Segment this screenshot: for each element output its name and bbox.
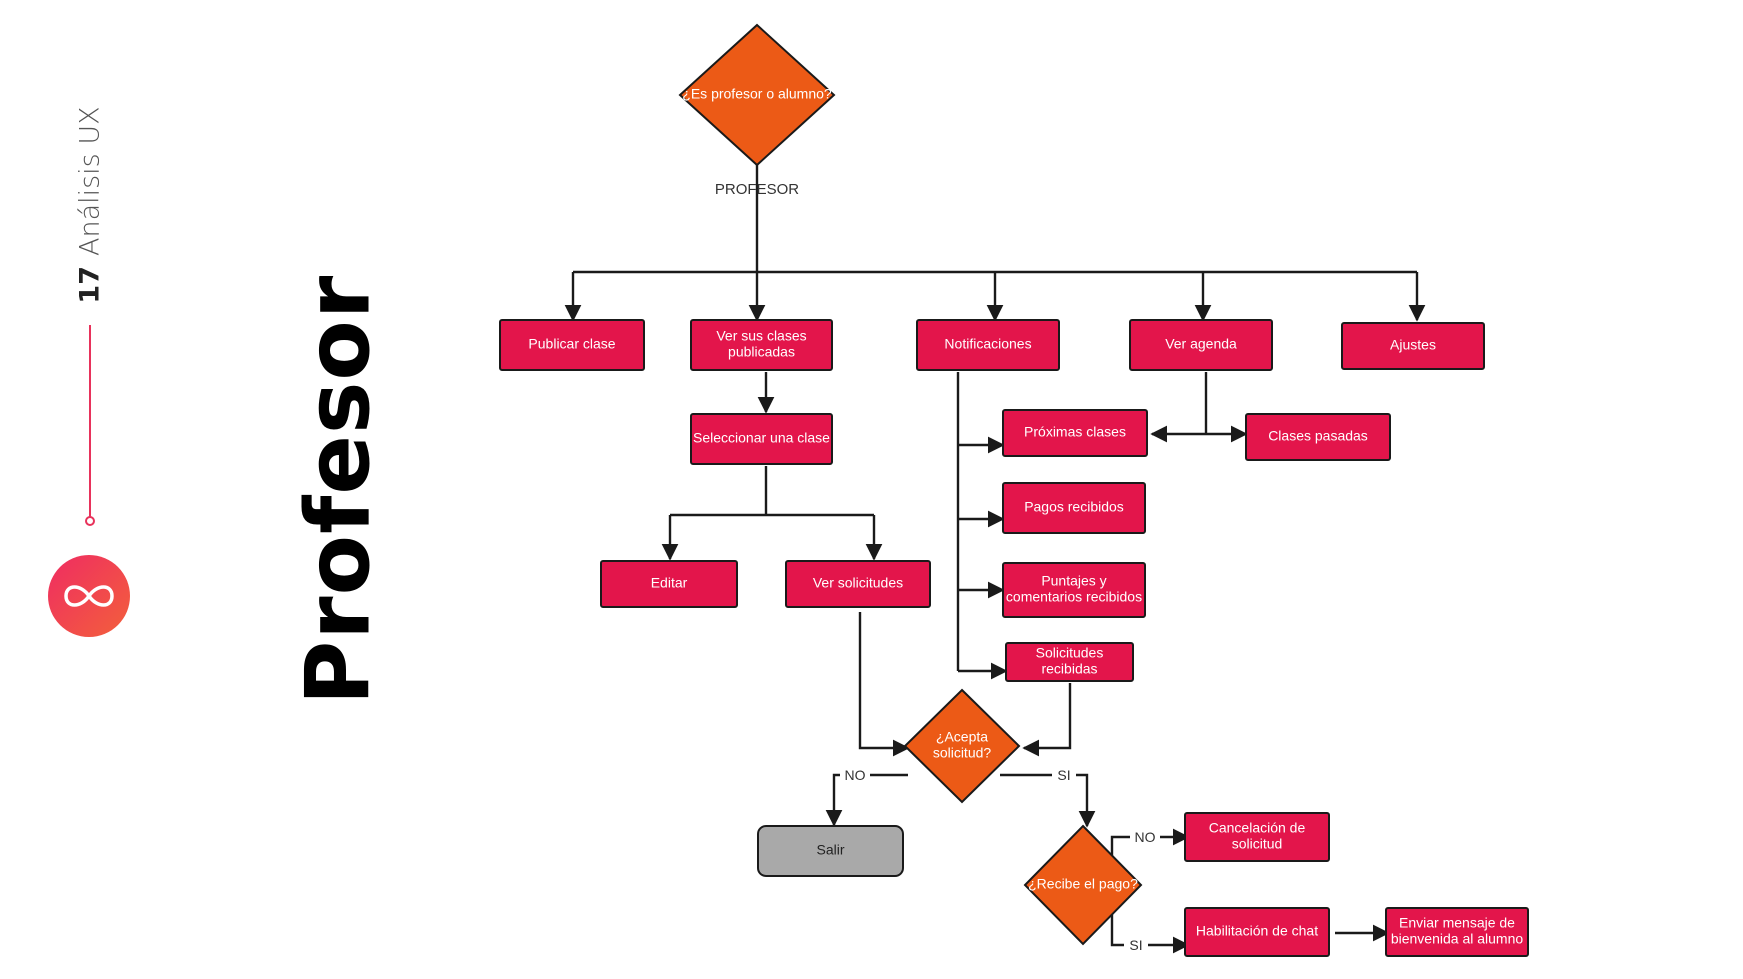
decision-recibe-el-pago-label: ¿Recibe el pago? <box>1028 876 1138 892</box>
box-publicar-clase: Publicar clase <box>499 319 645 371</box>
decision-es-profesor-o-alumno-shape <box>678 23 836 167</box>
edge-label-pago-si: SI <box>1129 937 1142 953</box>
box-ajustes: Ajustes <box>1341 322 1485 370</box>
box-ver-solicitudes: Ver solicitudes <box>785 560 931 608</box>
box-pagos-recibidos-label: Pagos recibidos <box>1024 499 1124 515</box>
edge-seleccionar-split <box>670 466 874 517</box>
box-clases-pasadas: Clases pasadas <box>1245 413 1391 461</box>
box-proximas-clases-label: Próximas clases <box>1024 424 1126 440</box>
box-seleccionar-una-clase: Seleccionar una clase <box>690 413 833 465</box>
box-publicar-clase-shape <box>499 319 645 371</box>
box-cancelacion-de-solicitud-shape <box>1184 812 1330 862</box>
box-editar-shape <box>600 560 738 608</box>
box-salir: Salir <box>757 825 904 877</box>
box-clases-pasadas-label: Clases pasadas <box>1268 428 1368 444</box>
box-ajustes-label: Ajustes <box>1390 337 1436 353</box>
box-clases-pasadas-shape <box>1245 413 1391 461</box>
box-solicitudes-recibidas-shape <box>1005 642 1134 682</box>
box-ver-sus-clases-publicadas-shape <box>690 319 833 371</box>
box-habilitacion-de-chat: Habilitación de chat <box>1184 907 1330 957</box>
flowchart-nodes: ¿Es profesor o alumno? Publicar clase Ve… <box>499 23 1529 957</box>
decision-acepta-solicitud-label: ¿Acepta <box>936 729 988 745</box>
sidebar: 17Análisis UX <box>0 0 180 979</box>
box-ver-agenda: Ver agenda <box>1129 319 1273 371</box>
box-puntajes-comentarios-label: Puntajes y <box>1041 573 1106 589</box>
edge-label-pago-no: NO <box>1135 829 1156 845</box>
box-habilitacion-de-chat-shape <box>1184 907 1330 957</box>
box-solicitudes-recibidas-label: Solicitudes <box>1036 645 1104 661</box>
box-ver-agenda-shape <box>1129 319 1273 371</box>
box-proximas-clases: Próximas clases <box>1002 409 1148 457</box>
box-ver-agenda-label: Ver agenda <box>1165 336 1237 352</box>
decision-acepta-solicitud-label: solicitud? <box>933 745 992 761</box>
box-puntajes-comentarios-shape <box>1002 562 1146 618</box>
box-seleccionar-una-clase-label: Seleccionar una clase <box>693 430 830 446</box>
box-pagos-recibidos-shape <box>1002 482 1146 534</box>
box-cancelacion-de-solicitud-label: solicitud <box>1232 836 1283 852</box>
box-enviar-mensaje-bienvenida-label: bienvenida al alumno <box>1391 931 1524 947</box>
edge-label-acepta-no: NO <box>845 767 866 783</box>
flowchart-edges <box>564 135 1426 954</box>
box-notificaciones: Notificaciones <box>916 319 1060 371</box>
infinity-logo-icon <box>48 555 130 637</box>
box-ver-solicitudes-label: Ver solicitudes <box>813 575 903 591</box>
box-cancelacion-de-solicitud-label: Cancelación de <box>1209 820 1306 836</box>
box-ver-sus-clases-publicadas-label: publicadas <box>728 344 795 360</box>
box-enviar-mensaje-bienvenida-label: Enviar mensaje de <box>1399 915 1515 931</box>
box-notificaciones-shape <box>916 319 1060 371</box>
edge-label-profesor: PROFESOR <box>715 181 799 198</box>
box-ver-solicitudes-shape <box>785 560 931 608</box>
box-publicar-clase-label: Publicar clase <box>528 336 615 352</box>
box-salir-shape <box>757 825 904 877</box>
box-seleccionar-una-clase-shape <box>690 413 833 465</box>
edge-label-acepta-si: SI <box>1057 767 1070 783</box>
box-editar: Editar <box>600 560 738 608</box>
decision-acepta-solicitud-shape <box>903 688 1021 804</box>
box-ver-sus-clases-publicadas-label: Ver sus clases <box>716 328 806 344</box>
edge-acepta-no <box>825 773 908 827</box>
edge-ver-solicitudes-to-acepta <box>858 612 910 757</box>
box-salir-label: Salir <box>816 842 844 858</box>
flowchart-edge-labels: PROFESOR NO SI NO SI <box>715 181 1160 954</box>
box-ajustes-shape <box>1341 322 1485 370</box>
decision-es-profesor-o-alumno: ¿Es profesor o alumno? <box>678 23 836 167</box>
decision-recibe-el-pago: ¿Recibe el pago? <box>1023 824 1143 946</box>
decision-recibe-el-pago-shape <box>1023 824 1143 946</box>
edge-acepta-si <box>1000 773 1096 828</box>
box-puntajes-comentarios-label: comentarios recibidos <box>1006 589 1142 605</box>
box-pagos-recibidos: Pagos recibidos <box>1002 482 1146 534</box>
box-editar-label: Editar <box>651 575 688 591</box>
sidebar-line <box>89 325 91 520</box>
decision-es-profesor-o-alumno-label: ¿Es profesor o alumno? <box>682 86 832 102</box>
box-habilitacion-de-chat-label: Habilitación de chat <box>1196 923 1318 939</box>
edge-pago-si <box>1110 908 1190 954</box>
box-solicitudes-recibidas-label: recibidas <box>1041 661 1097 677</box>
edge-solicitudes-recibidas-to-acepta <box>1022 683 1072 757</box>
box-enviar-mensaje-bienvenida-shape <box>1385 907 1529 957</box>
box-notificaciones-label: Notificaciones <box>944 336 1031 352</box>
box-proximas-clases-shape <box>1002 409 1148 457</box>
